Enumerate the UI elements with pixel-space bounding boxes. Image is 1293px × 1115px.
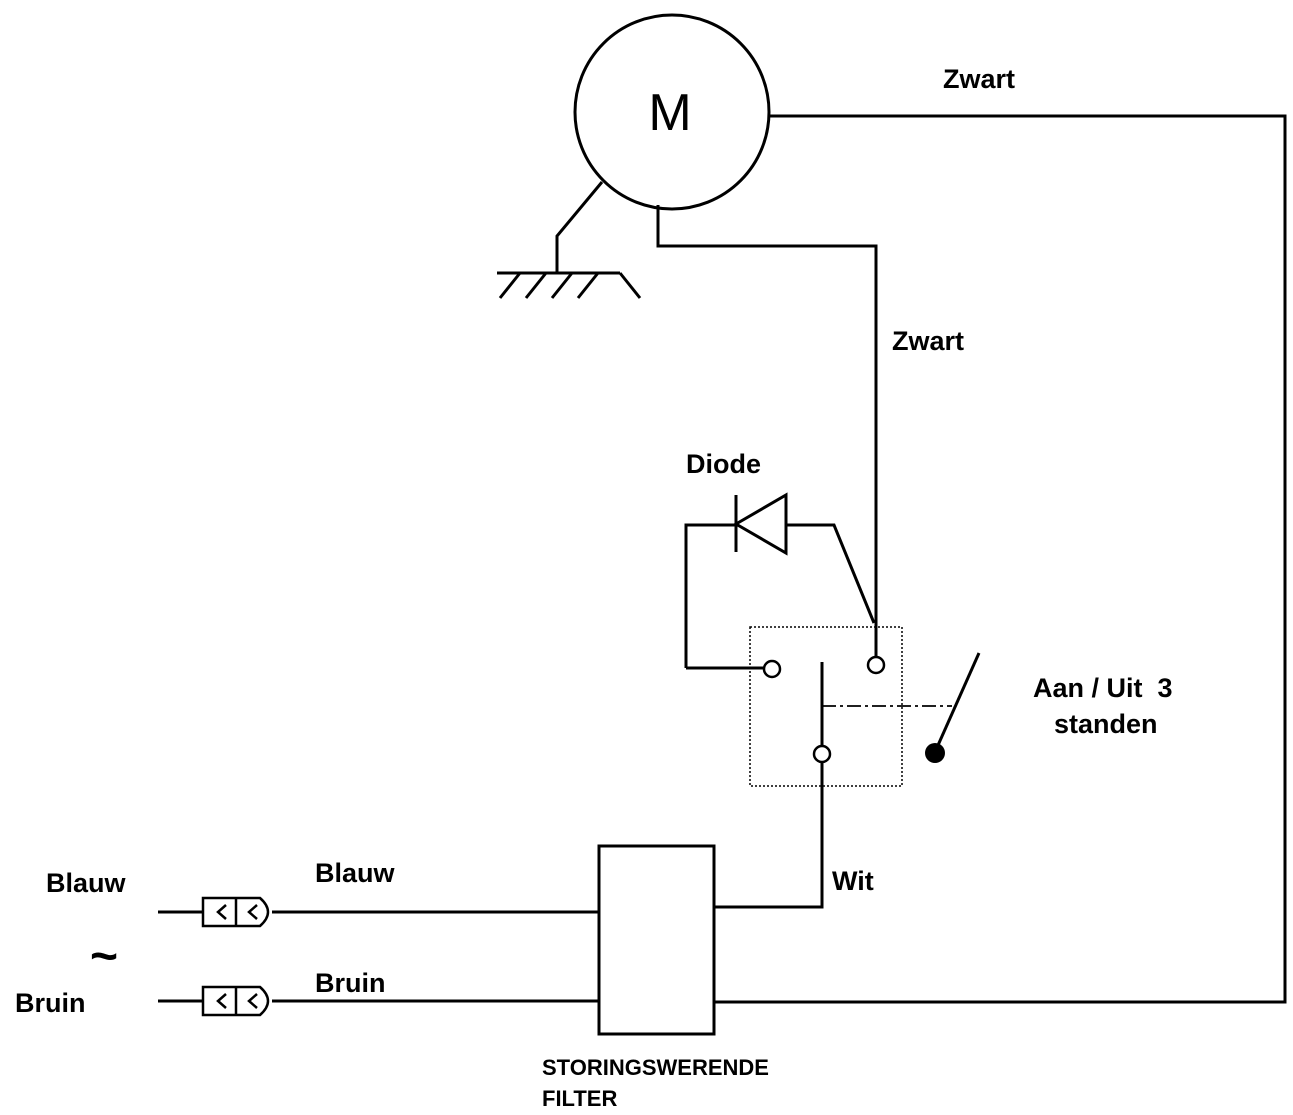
motor-label: M xyxy=(648,84,691,142)
label-diode: Diode xyxy=(686,449,761,479)
wire-zwart-mid xyxy=(656,205,878,659)
diode-symbol xyxy=(684,492,876,670)
label-switch-line2: standen xyxy=(1054,709,1158,739)
plug-blauw xyxy=(158,896,599,928)
wire-zwart-top xyxy=(714,114,1287,1004)
wire-wit xyxy=(714,762,824,909)
label-blauw-wire: Blauw xyxy=(315,858,396,888)
label-zwart-mid: Zwart xyxy=(892,326,964,356)
label-wit: Wit xyxy=(832,866,874,896)
label-switch-line1: Aan / Uit 3 xyxy=(1033,673,1173,703)
label-blauw-left: Blauw xyxy=(46,868,127,898)
filter-box xyxy=(597,844,716,1036)
label-bruin-left: Bruin xyxy=(15,988,86,1018)
plug-bruin xyxy=(158,985,599,1017)
ground-symbol xyxy=(497,181,642,299)
label-tilde: ~ xyxy=(90,930,118,983)
switch-box xyxy=(749,626,952,787)
motor-circle xyxy=(573,13,771,211)
label-zwart-top: Zwart xyxy=(943,64,1015,94)
label-filter-line2: FILTER xyxy=(542,1086,617,1111)
switch-lever xyxy=(925,652,981,763)
label-bruin-wire: Bruin xyxy=(315,968,386,998)
label-filter-line1: STORINGSWERENDE xyxy=(542,1055,769,1080)
